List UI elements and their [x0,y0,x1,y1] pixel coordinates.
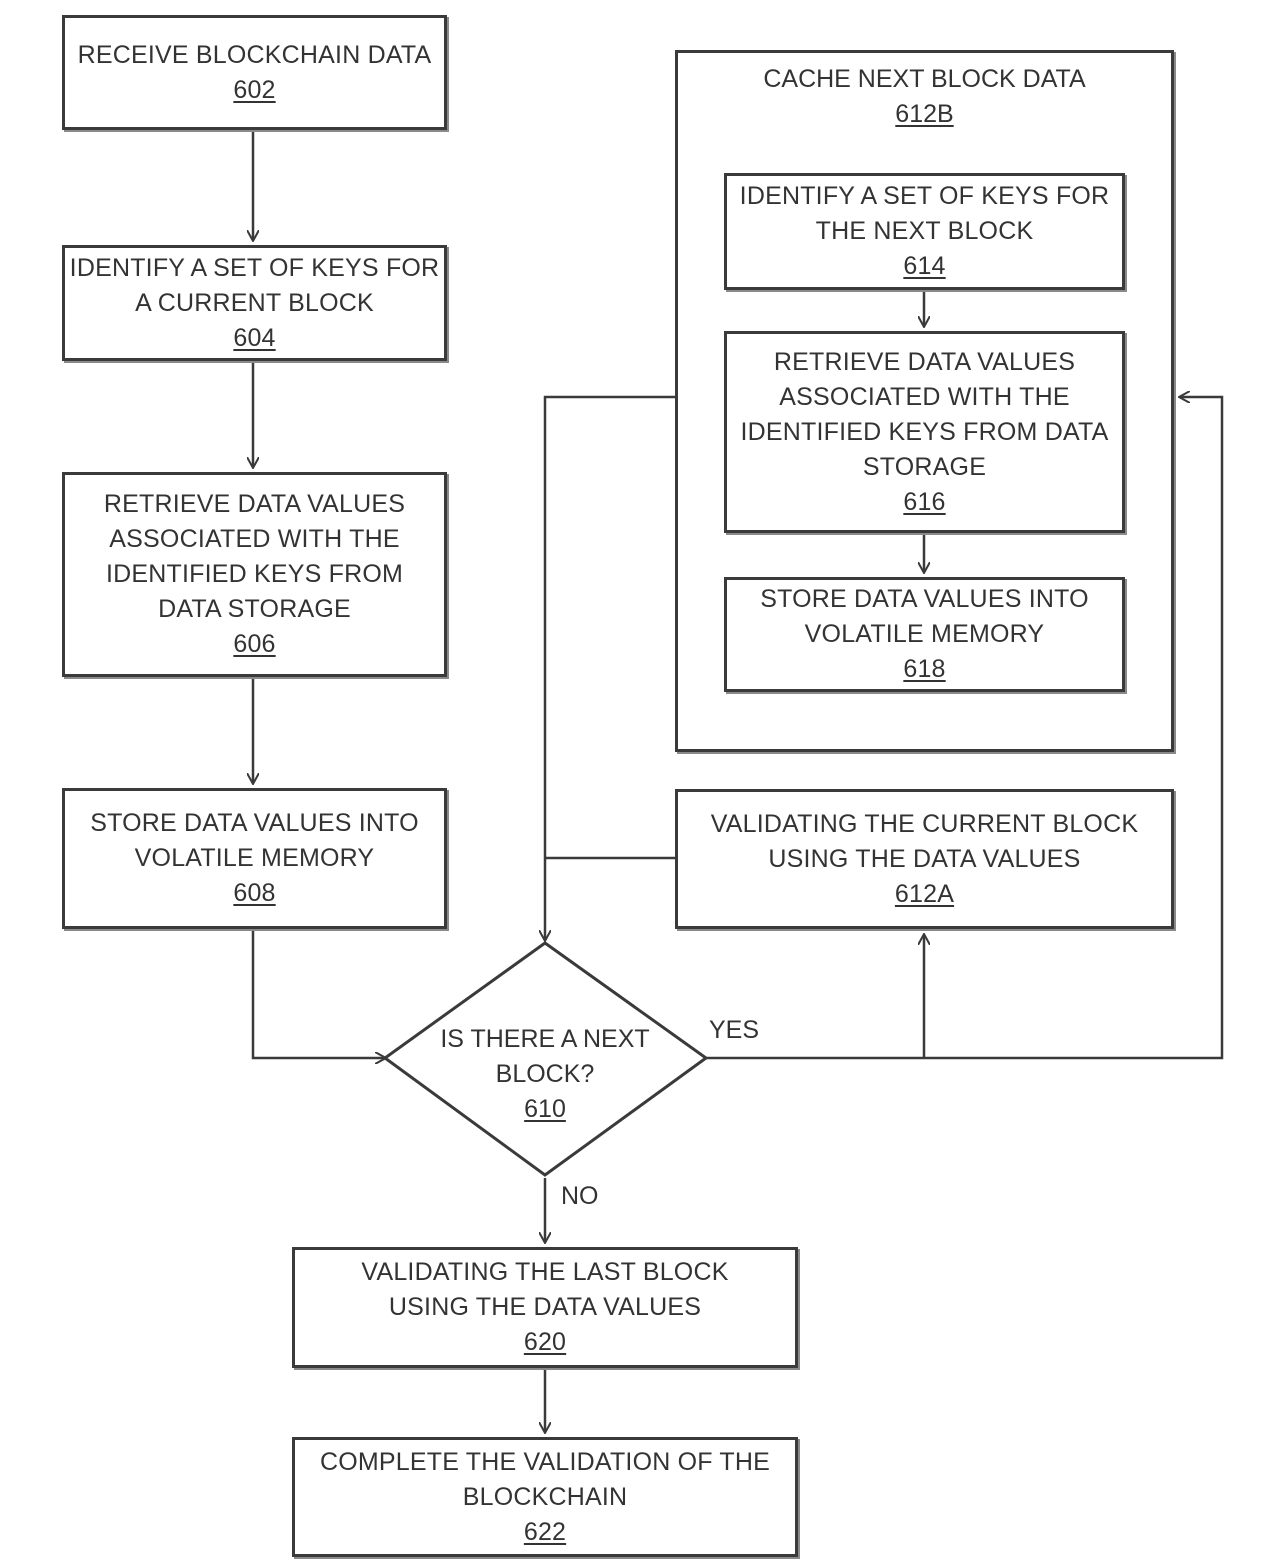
no-label: NO [561,1181,599,1211]
decision-610-ref: 610 [524,1095,566,1123]
step-608-text: STORE DATA VALUES INTO VOLATILE MEMORY [90,806,419,876]
step-620-box: VALIDATING THE LAST BLOCK USING THE DATA… [292,1247,798,1368]
step-612b-ref: 612B [895,100,953,128]
step-622-ref: 622 [524,1515,566,1550]
step-602-text: RECEIVE BLOCKCHAIN DATA [78,38,432,73]
step-614-box: IDENTIFY A SET OF KEYS FOR THE NEXT BLOC… [724,173,1125,290]
step-612b-text: CACHE NEXT BLOCK DATA [675,62,1174,97]
step-606-ref: 606 [233,627,275,662]
decision-610-text: IS THERE A NEXT BLOCK? [425,1022,665,1092]
step-612a-ref: 612A [895,877,954,912]
step-616-ref: 616 [903,485,945,520]
step-604-box: IDENTIFY A SET OF KEYS FOR A CURRENT BLO… [62,245,447,361]
step-622-box: COMPLETE THE VALIDATION OF THE BLOCKCHAI… [292,1437,798,1557]
step-602-box: RECEIVE BLOCKCHAIN DATA 602 [62,15,447,130]
step-602-ref: 602 [233,73,275,108]
step-604-ref: 604 [233,321,275,356]
decision-610-label: IS THERE A NEXT BLOCK? 610 [425,1022,665,1127]
step-606-text: RETRIEVE DATA VALUES ASSOCIATED WITH THE… [104,487,405,627]
step-614-text: IDENTIFY A SET OF KEYS FOR THE NEXT BLOC… [740,179,1110,249]
step-620-ref: 620 [524,1325,566,1360]
step-604-text: IDENTIFY A SET OF KEYS FOR A CURRENT BLO… [70,251,440,321]
step-612b-header: CACHE NEXT BLOCK DATA 612B [675,62,1174,132]
step-612a-box: VALIDATING THE CURRENT BLOCK USING THE D… [675,789,1174,929]
step-618-text: STORE DATA VALUES INTO VOLATILE MEMORY [760,582,1089,652]
yes-label: YES [709,1015,759,1045]
step-608-ref: 608 [233,876,275,911]
step-616-text: RETRIEVE DATA VALUES ASSOCIATED WITH THE… [741,345,1109,485]
step-620-text: VALIDATING THE LAST BLOCK USING THE DATA… [361,1255,728,1325]
step-614-ref: 614 [903,249,945,284]
step-608-box: STORE DATA VALUES INTO VOLATILE MEMORY 6… [62,788,447,929]
step-612a-text: VALIDATING THE CURRENT BLOCK USING THE D… [711,807,1138,877]
step-618-ref: 618 [903,652,945,687]
arrow-608-610 [253,929,385,1058]
step-622-text: COMPLETE THE VALIDATION OF THE BLOCKCHAI… [320,1445,770,1515]
step-616-box: RETRIEVE DATA VALUES ASSOCIATED WITH THE… [724,331,1125,533]
step-606-box: RETRIEVE DATA VALUES ASSOCIATED WITH THE… [62,472,447,677]
step-618-box: STORE DATA VALUES INTO VOLATILE MEMORY 6… [724,577,1125,692]
